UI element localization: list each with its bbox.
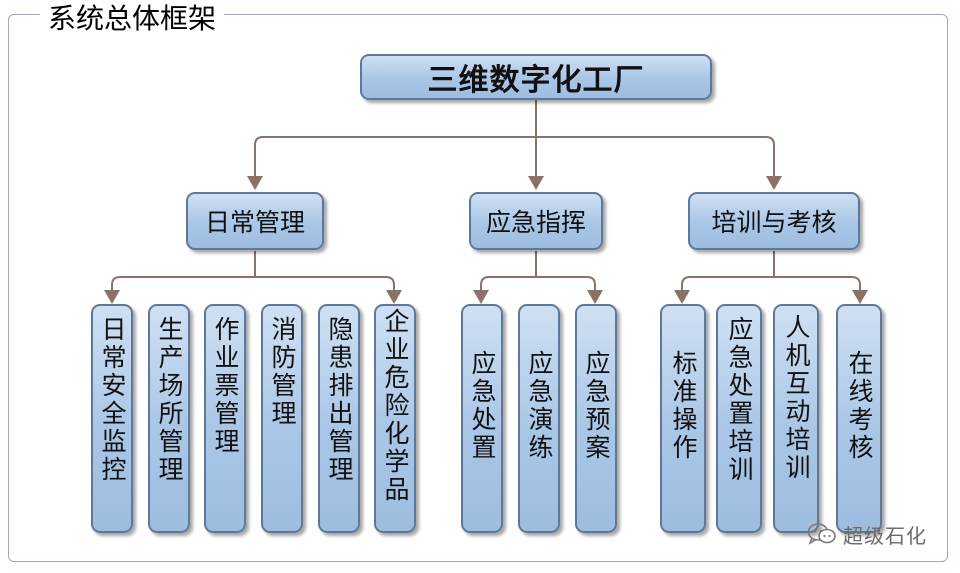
arrowhead bbox=[766, 176, 782, 190]
root-node: 三维数字化工厂 bbox=[360, 54, 712, 100]
connector-daily-bar bbox=[111, 276, 395, 293]
chat-bubbles-icon bbox=[807, 523, 836, 545]
leaf-node: 标准操作 bbox=[660, 304, 706, 533]
leaf-node: 生产场所管理 bbox=[148, 304, 190, 533]
connector-root-bar bbox=[254, 136, 775, 180]
arrowhead bbox=[104, 290, 120, 304]
leaf-node: 应急预案 bbox=[575, 304, 617, 533]
arrowhead bbox=[674, 290, 690, 304]
arrowhead bbox=[528, 176, 544, 190]
leaf-node: 在线考核 bbox=[836, 304, 882, 533]
watermark: 超级石化 bbox=[807, 520, 927, 548]
group-node-daily-management: 日常管理 bbox=[186, 192, 324, 250]
leaf-node: 企业危险化学品 bbox=[374, 304, 416, 533]
arrowhead bbox=[473, 290, 489, 304]
leaf-node: 日常安全监控 bbox=[91, 304, 133, 533]
leaf-node: 消防管理 bbox=[261, 304, 303, 533]
arrowhead bbox=[852, 290, 868, 304]
watermark-text: 超级石化 bbox=[843, 523, 927, 548]
arrowhead bbox=[587, 290, 603, 304]
connector-emergency-bar bbox=[480, 276, 596, 293]
leaf-node: 人机互动培训 bbox=[773, 304, 819, 533]
arrowhead bbox=[386, 290, 402, 304]
leaf-node: 应急处置培训 bbox=[716, 304, 762, 533]
diagram-frame bbox=[8, 14, 948, 562]
leaf-node: 隐患排出管理 bbox=[318, 304, 360, 533]
leaf-node: 应急处置 bbox=[461, 304, 503, 533]
connector-training-bar bbox=[681, 276, 861, 293]
leaf-node: 应急演练 bbox=[518, 304, 560, 533]
group-node-training-assessment: 培训与考核 bbox=[688, 192, 860, 250]
arrowhead bbox=[247, 176, 263, 190]
leaf-node: 作业票管理 bbox=[204, 304, 246, 533]
page-title: 系统总体框架 bbox=[40, 2, 225, 36]
group-node-emergency-command: 应急指挥 bbox=[469, 192, 603, 250]
